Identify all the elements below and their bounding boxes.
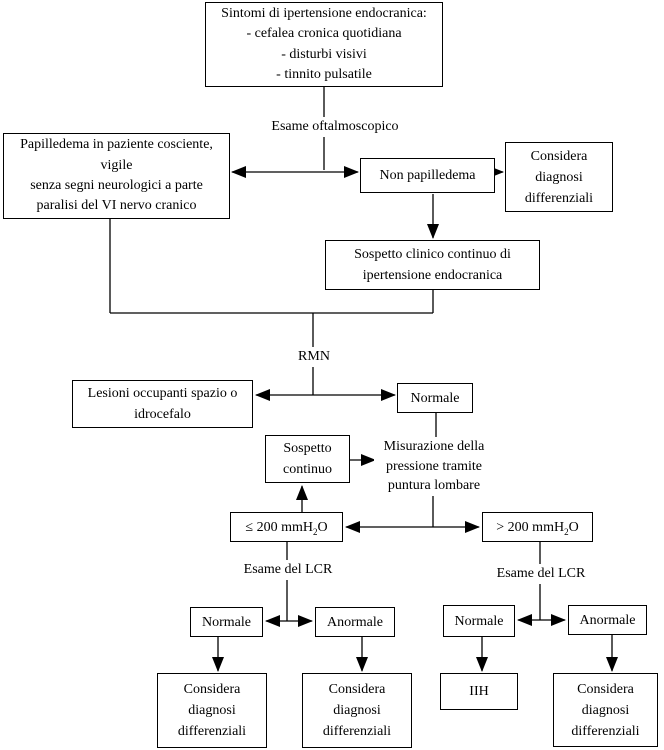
text-line: Lesioni occupanti spazio o	[87, 386, 238, 401]
box-considera-diagnosi-dx: Considera diagnosi differenziali	[553, 673, 658, 747]
text-line: ipertensione endocranica	[362, 268, 503, 283]
text-line: Normale	[202, 614, 251, 630]
label-esame-oftalmoscopico: Esame oftalmoscopico	[257, 117, 413, 138]
box-pressione-bassa: ≤ 200 mmH2O	[230, 512, 343, 542]
label-esame-lcr-dx: Esame del LCR	[486, 564, 596, 585]
box-papilledema: Papilledema in paziente cosciente, vigil…	[3, 133, 230, 219]
text-line: senza segni neurologici a parte	[30, 178, 203, 193]
text-line: idrocefalo	[134, 407, 191, 422]
box-iih: IIH	[440, 673, 518, 710]
label-misurazione-pressione: Misurazione della pressione tramite punt…	[374, 437, 494, 496]
text-line: Non papilledema	[379, 168, 476, 183]
text-line: puntura lombare	[387, 478, 481, 494]
text-line: Anormale	[327, 614, 383, 630]
subscript: 2	[312, 526, 318, 537]
text-line: ≤ 200 mmH2O	[245, 519, 328, 537]
text-line: Papilledema in paziente cosciente,	[20, 137, 213, 153]
box-lesioni-idrocefalo: Lesioni occupanti spazio o idrocefalo	[72, 380, 253, 428]
text-line: differenziali	[322, 724, 392, 739]
text-line: Anormale	[579, 612, 636, 628]
box-pressione-alta: > 200 mmH2O	[482, 512, 593, 542]
text-line: paralisi del VI nervo cranico	[36, 198, 197, 214]
text-line: - disturbi visivi	[281, 46, 367, 62]
box-anormale-lcr-sx: Anormale	[315, 607, 395, 637]
box-considera-diagnosi-sx2: Considera diagnosi differenziali	[302, 673, 412, 748]
text-line: diagnosi	[535, 169, 583, 185]
text-line: Normale	[454, 613, 504, 629]
text-line: continuo	[283, 462, 332, 477]
text-line: diagnosi	[581, 702, 630, 718]
label-esame-lcr-sx: Esame del LCR	[233, 560, 343, 581]
text-line: IIH	[469, 684, 489, 699]
text-line: > 200 mmH2O	[496, 519, 579, 537]
subscript: 2	[564, 526, 569, 537]
text-line: Considera	[530, 148, 588, 164]
text-line: pressione tramite	[385, 458, 483, 474]
text-line: Considera	[328, 682, 386, 697]
box-considera-diagnosi-top: Considera diagnosi differenziali	[505, 142, 613, 212]
box-normale-lcr-dx: Normale	[443, 605, 515, 637]
text-line: - tinnito pulsatile	[276, 66, 372, 82]
text-line: Considera	[577, 681, 634, 697]
text-line: Sospetto clinico continuo di	[354, 247, 511, 262]
text-line: Normale	[410, 390, 460, 406]
box-sintomi: Sintomi di ipertensione endocranica: - c…	[205, 2, 443, 87]
text-line: vigile	[100, 157, 133, 173]
text-line: diagnosi	[333, 703, 381, 718]
box-normale-lcr-sx: Normale	[190, 607, 263, 637]
text-line: Misurazione della	[383, 438, 485, 454]
text-line: diagnosi	[188, 703, 236, 718]
text-line: differenziali	[177, 724, 247, 739]
box-anormale-lcr-dx: Anormale	[568, 605, 647, 635]
box-considera-diagnosi-sx1: Considera diagnosi differenziali	[157, 673, 267, 748]
text-line: differenziali	[524, 190, 594, 206]
box-normale-rmn: Normale	[397, 383, 473, 413]
text-line: differenziali	[571, 723, 640, 739]
text-line: Sospetto	[283, 441, 332, 456]
box-sospetto-continuo: Sospetto continuo	[265, 435, 350, 483]
label-rmn: RMN	[290, 347, 338, 368]
text-line: Considera	[183, 682, 241, 697]
text-line: - cefalea cronica quotidiana	[246, 26, 402, 42]
box-sospetto-clinico: Sospetto clinico continuo di ipertension…	[325, 240, 540, 290]
text-line: Sintomi di ipertensione endocranica:	[221, 5, 427, 21]
box-non-papilledema: Non papilledema	[360, 158, 495, 193]
